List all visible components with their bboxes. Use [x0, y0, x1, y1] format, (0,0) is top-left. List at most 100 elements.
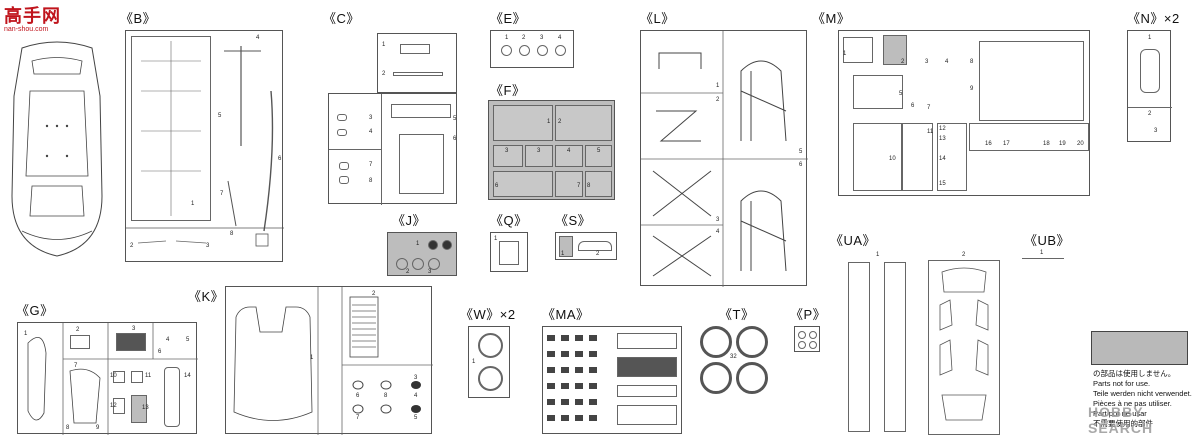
part-num: 3 [428, 269, 432, 275]
part-num: 4 [256, 35, 260, 41]
part-num: 3 [716, 217, 720, 223]
sprue-label-n: 《N》×2 [1127, 11, 1180, 26]
divider [1128, 107, 1172, 108]
part [393, 72, 443, 76]
roll-cage-parts [641, 31, 808, 287]
part-num: 4 [369, 129, 373, 135]
part [883, 35, 907, 65]
part [537, 45, 548, 56]
sprue-n: 1 2 3 [1127, 30, 1172, 142]
sprue-label-m: 《M》 [812, 11, 851, 26]
tire-part [736, 326, 768, 358]
part-num: 1 [24, 331, 28, 337]
part-num: 2 [596, 251, 600, 257]
part [391, 104, 451, 118]
sprue-label-ub: 《UB》 [1024, 233, 1071, 248]
site-logo: 高手网 nan-shou.com [4, 2, 78, 36]
part [559, 236, 573, 257]
part-num: 1 [191, 201, 195, 207]
part-num: 8 [230, 231, 234, 237]
part [617, 333, 677, 349]
windows-detail [939, 267, 989, 421]
part [113, 371, 125, 383]
part-num: 1 [716, 83, 720, 89]
part-num: 3 [369, 115, 373, 121]
sprue-label-b: 《B》 [120, 11, 157, 26]
chassis-detail [126, 41, 284, 247]
part-num: 2 [76, 327, 80, 333]
sprue-s: 1 2 [555, 232, 617, 260]
part-num: 1 [843, 51, 847, 57]
part-num: 7 [369, 162, 373, 168]
part-num: 9 [970, 86, 974, 92]
part [555, 145, 583, 167]
part-num: 1 [382, 42, 386, 48]
sprue-label-q: 《Q》 [490, 213, 528, 228]
part-num: 1 [547, 119, 551, 125]
part-num: 7 [356, 415, 360, 421]
part [70, 335, 90, 349]
part-num: 8 [369, 178, 373, 184]
part [617, 405, 677, 425]
sprue-c-main: 3 4 7 8 5 6 [328, 93, 457, 205]
sprue-l: 1 2 3 4 5 6 [640, 30, 808, 287]
part-num: 10 [889, 156, 896, 162]
tire-part [700, 362, 732, 394]
part-num: 3 [537, 148, 541, 154]
part [339, 176, 349, 184]
part-num: 6 [356, 393, 360, 399]
clear-strip-part [848, 262, 870, 432]
part-num: 5 [218, 113, 222, 119]
part-num: 6 [495, 183, 499, 189]
sprue-w: 1 [468, 326, 510, 398]
part [400, 44, 430, 54]
part-num: 1 [505, 35, 509, 41]
part [798, 341, 806, 349]
sprue-g: 1 2 3 4 5 6 7 8 9 10 11 12 13 14 [17, 322, 198, 435]
part-num: 1 [561, 251, 565, 257]
part-num: 6 [911, 103, 915, 109]
part-num: 14 [939, 156, 946, 162]
divider [329, 149, 381, 150]
part-num: 4 [166, 337, 170, 343]
part [339, 162, 349, 170]
sprue-label-ma: 《MA》 [542, 307, 590, 322]
note-zh: 不需要使用的部件 [1093, 419, 1153, 428]
part [116, 333, 146, 351]
part [493, 171, 553, 197]
part-num: 2 [406, 269, 410, 275]
sprue-f: 1 2 3 3 4 5 6 7 8 [488, 100, 615, 200]
part [412, 258, 424, 270]
part [428, 240, 438, 250]
part [809, 331, 817, 339]
part-num: 2 [1148, 111, 1152, 117]
sprue-label-w: 《W》×2 [460, 307, 516, 322]
unused-parts-swatch [1091, 331, 1188, 365]
part-num: 2 [382, 71, 386, 77]
part-num: 7 [577, 183, 581, 189]
part-num: 7 [220, 191, 224, 197]
wing-parts [27, 323, 198, 435]
sprue-e: 1 2 3 4 [490, 30, 574, 68]
part [428, 258, 440, 270]
part-num: 7 [927, 105, 931, 111]
part-num: 1 [310, 355, 314, 361]
part-num: 2 [558, 119, 562, 125]
sprue-b: 4 5 6 7 1 2 3 8 [125, 30, 284, 262]
hood-parts [233, 287, 433, 435]
tire-part [736, 362, 768, 394]
part-num: 7 [74, 363, 78, 369]
part-num: 2 [372, 291, 376, 297]
sprue-label-p: 《P》 [790, 307, 827, 322]
part-num: 3 [414, 375, 418, 381]
part-num: 10 [110, 373, 117, 379]
part-num: 4 [716, 229, 720, 235]
part [442, 240, 452, 250]
part [798, 331, 806, 339]
part-num: 1 [494, 236, 498, 242]
sprue-label-c: 《C》 [323, 11, 360, 26]
tire-part [700, 326, 732, 358]
car-body-drawing [11, 41, 103, 257]
logo-url: nan-shou.com [4, 26, 49, 33]
part [809, 341, 817, 349]
